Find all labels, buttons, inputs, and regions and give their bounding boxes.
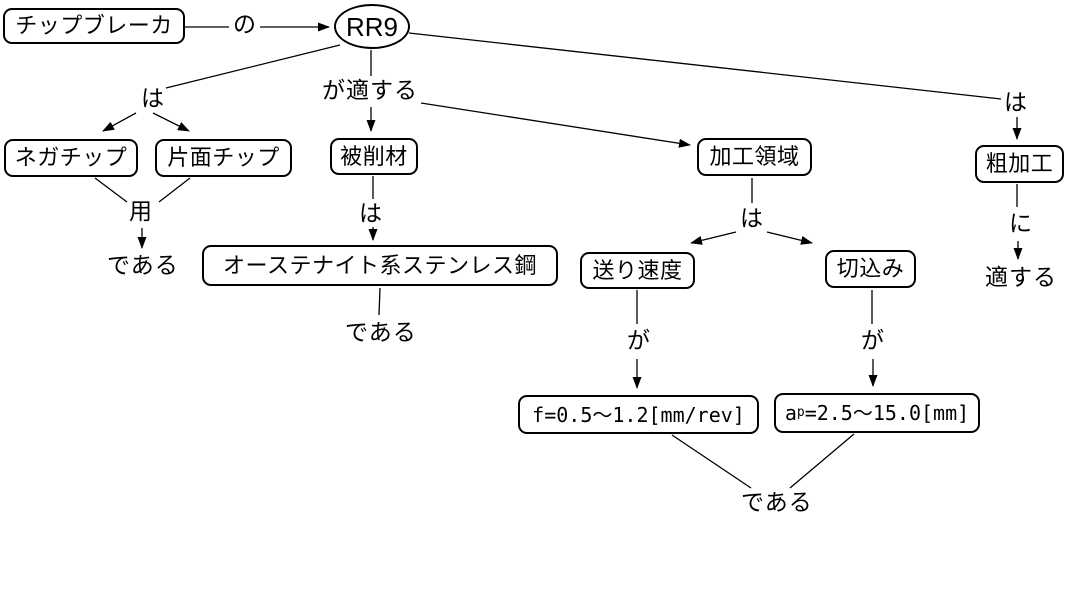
depth-value-rest: =2.5～15.0[mm] (804, 401, 970, 425)
node-work-material[interactable]: 被削材 (330, 138, 418, 175)
node-machining-region[interactable]: 加工領域 (697, 138, 812, 176)
node-feed-rate[interactable]: 送り速度 (580, 252, 695, 289)
node-chip-breaker[interactable]: チップブレーカ (3, 8, 185, 44)
label-ga-depth: が (861, 327, 885, 353)
label-ga-tekisuru: が適する (322, 77, 418, 103)
node-negative-chip[interactable]: ネガチップ (4, 139, 138, 177)
label-yo: 用 (129, 198, 153, 224)
label-ni: に (1009, 210, 1033, 236)
label-wa-middle: は (359, 200, 383, 226)
label-no: の (233, 11, 257, 37)
node-single-sided-chip[interactable]: 片面チップ (155, 139, 292, 177)
node-rough-machining[interactable]: 粗加工 (975, 145, 1064, 183)
label-dearu-middle: である (345, 319, 417, 345)
label-wa-machining: は (740, 205, 764, 231)
label-dearu-left: である (107, 252, 179, 278)
node-austenitic-stainless-steel[interactable]: オーステナイト系ステンレス鋼 (202, 245, 558, 286)
label-tekisuru: 適する (985, 264, 1057, 290)
depth-value-base: a (784, 401, 797, 425)
node-feed-value[interactable]: f=0.5～1.2[mm/rev] (518, 395, 759, 434)
label-wa-left: は (141, 85, 165, 111)
node-depth-of-cut[interactable]: 切込み (825, 250, 916, 288)
node-rr9[interactable]: RR9 (334, 4, 410, 49)
label-dearu-bottom: である (741, 489, 813, 515)
label-ga-feed: が (627, 327, 651, 353)
label-wa-right: は (1004, 89, 1028, 115)
